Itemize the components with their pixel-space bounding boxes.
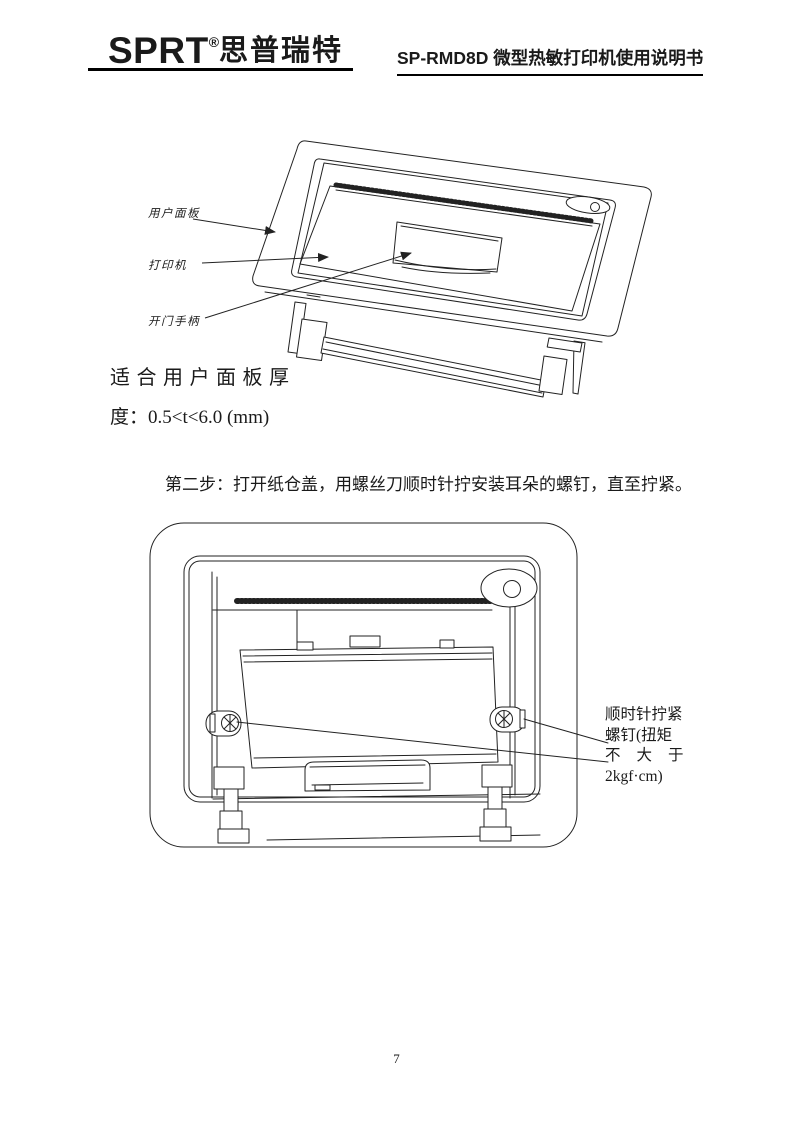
screw-torque-annotation: 顺时针拧紧 螺钉(扭矩 不大于 2kgf·cm): [605, 705, 695, 787]
registered-mark: ®: [208, 34, 220, 50]
mounting-screw-left: [205, 710, 242, 737]
printer-bezel: [291, 158, 616, 321]
annotation-line: 不大于: [605, 747, 700, 764]
document-title: SP-RMD8D 微型热敏打印机使用说明书: [397, 45, 704, 76]
figure2-front-view-screws: [149, 522, 609, 848]
paper-door-open: [239, 646, 499, 769]
brand-logo-latin: SPRT: [108, 30, 209, 71]
figure2-leader-lines: [236, 718, 609, 763]
step2-instruction: 第二步：打开纸仓盖，用螺丝刀顺时针拧安装耳朵的螺钉，直至拧紧。: [165, 475, 692, 494]
door-handle-flap: [392, 221, 503, 273]
figure1-leader-lines: [192, 218, 412, 319]
annotation-line: 2kgf·cm): [605, 767, 663, 785]
brand-logo: SPRT®思普瑞特: [88, 27, 354, 71]
tear-bar-serration: [333, 182, 595, 224]
figure1-label-user-panel: 用户面板: [148, 208, 200, 220]
right-foot-bracket: [479, 764, 513, 842]
panel-thickness-note-line1: 适合用户面板厚: [110, 367, 296, 389]
figure1-label-door-handle: 开门手柄: [148, 316, 200, 328]
mounting-screw-right: [489, 706, 526, 733]
figure1-label-printer: 打印机: [148, 260, 187, 272]
panel-thickness-note-line2: 度：0.5<t<6.0 (mm): [110, 407, 270, 428]
annotation-line: 顺时针拧紧: [605, 706, 683, 723]
page-number: 7: [393, 1051, 400, 1066]
annotation-line: 螺钉(扭矩: [605, 726, 673, 744]
paper-roll-bar: [320, 336, 547, 398]
brand-logo-chinese: 思普瑞特: [219, 35, 344, 67]
figure1-panel-printer-isometric: [192, 140, 652, 398]
left-foot-bracket: [213, 766, 250, 844]
